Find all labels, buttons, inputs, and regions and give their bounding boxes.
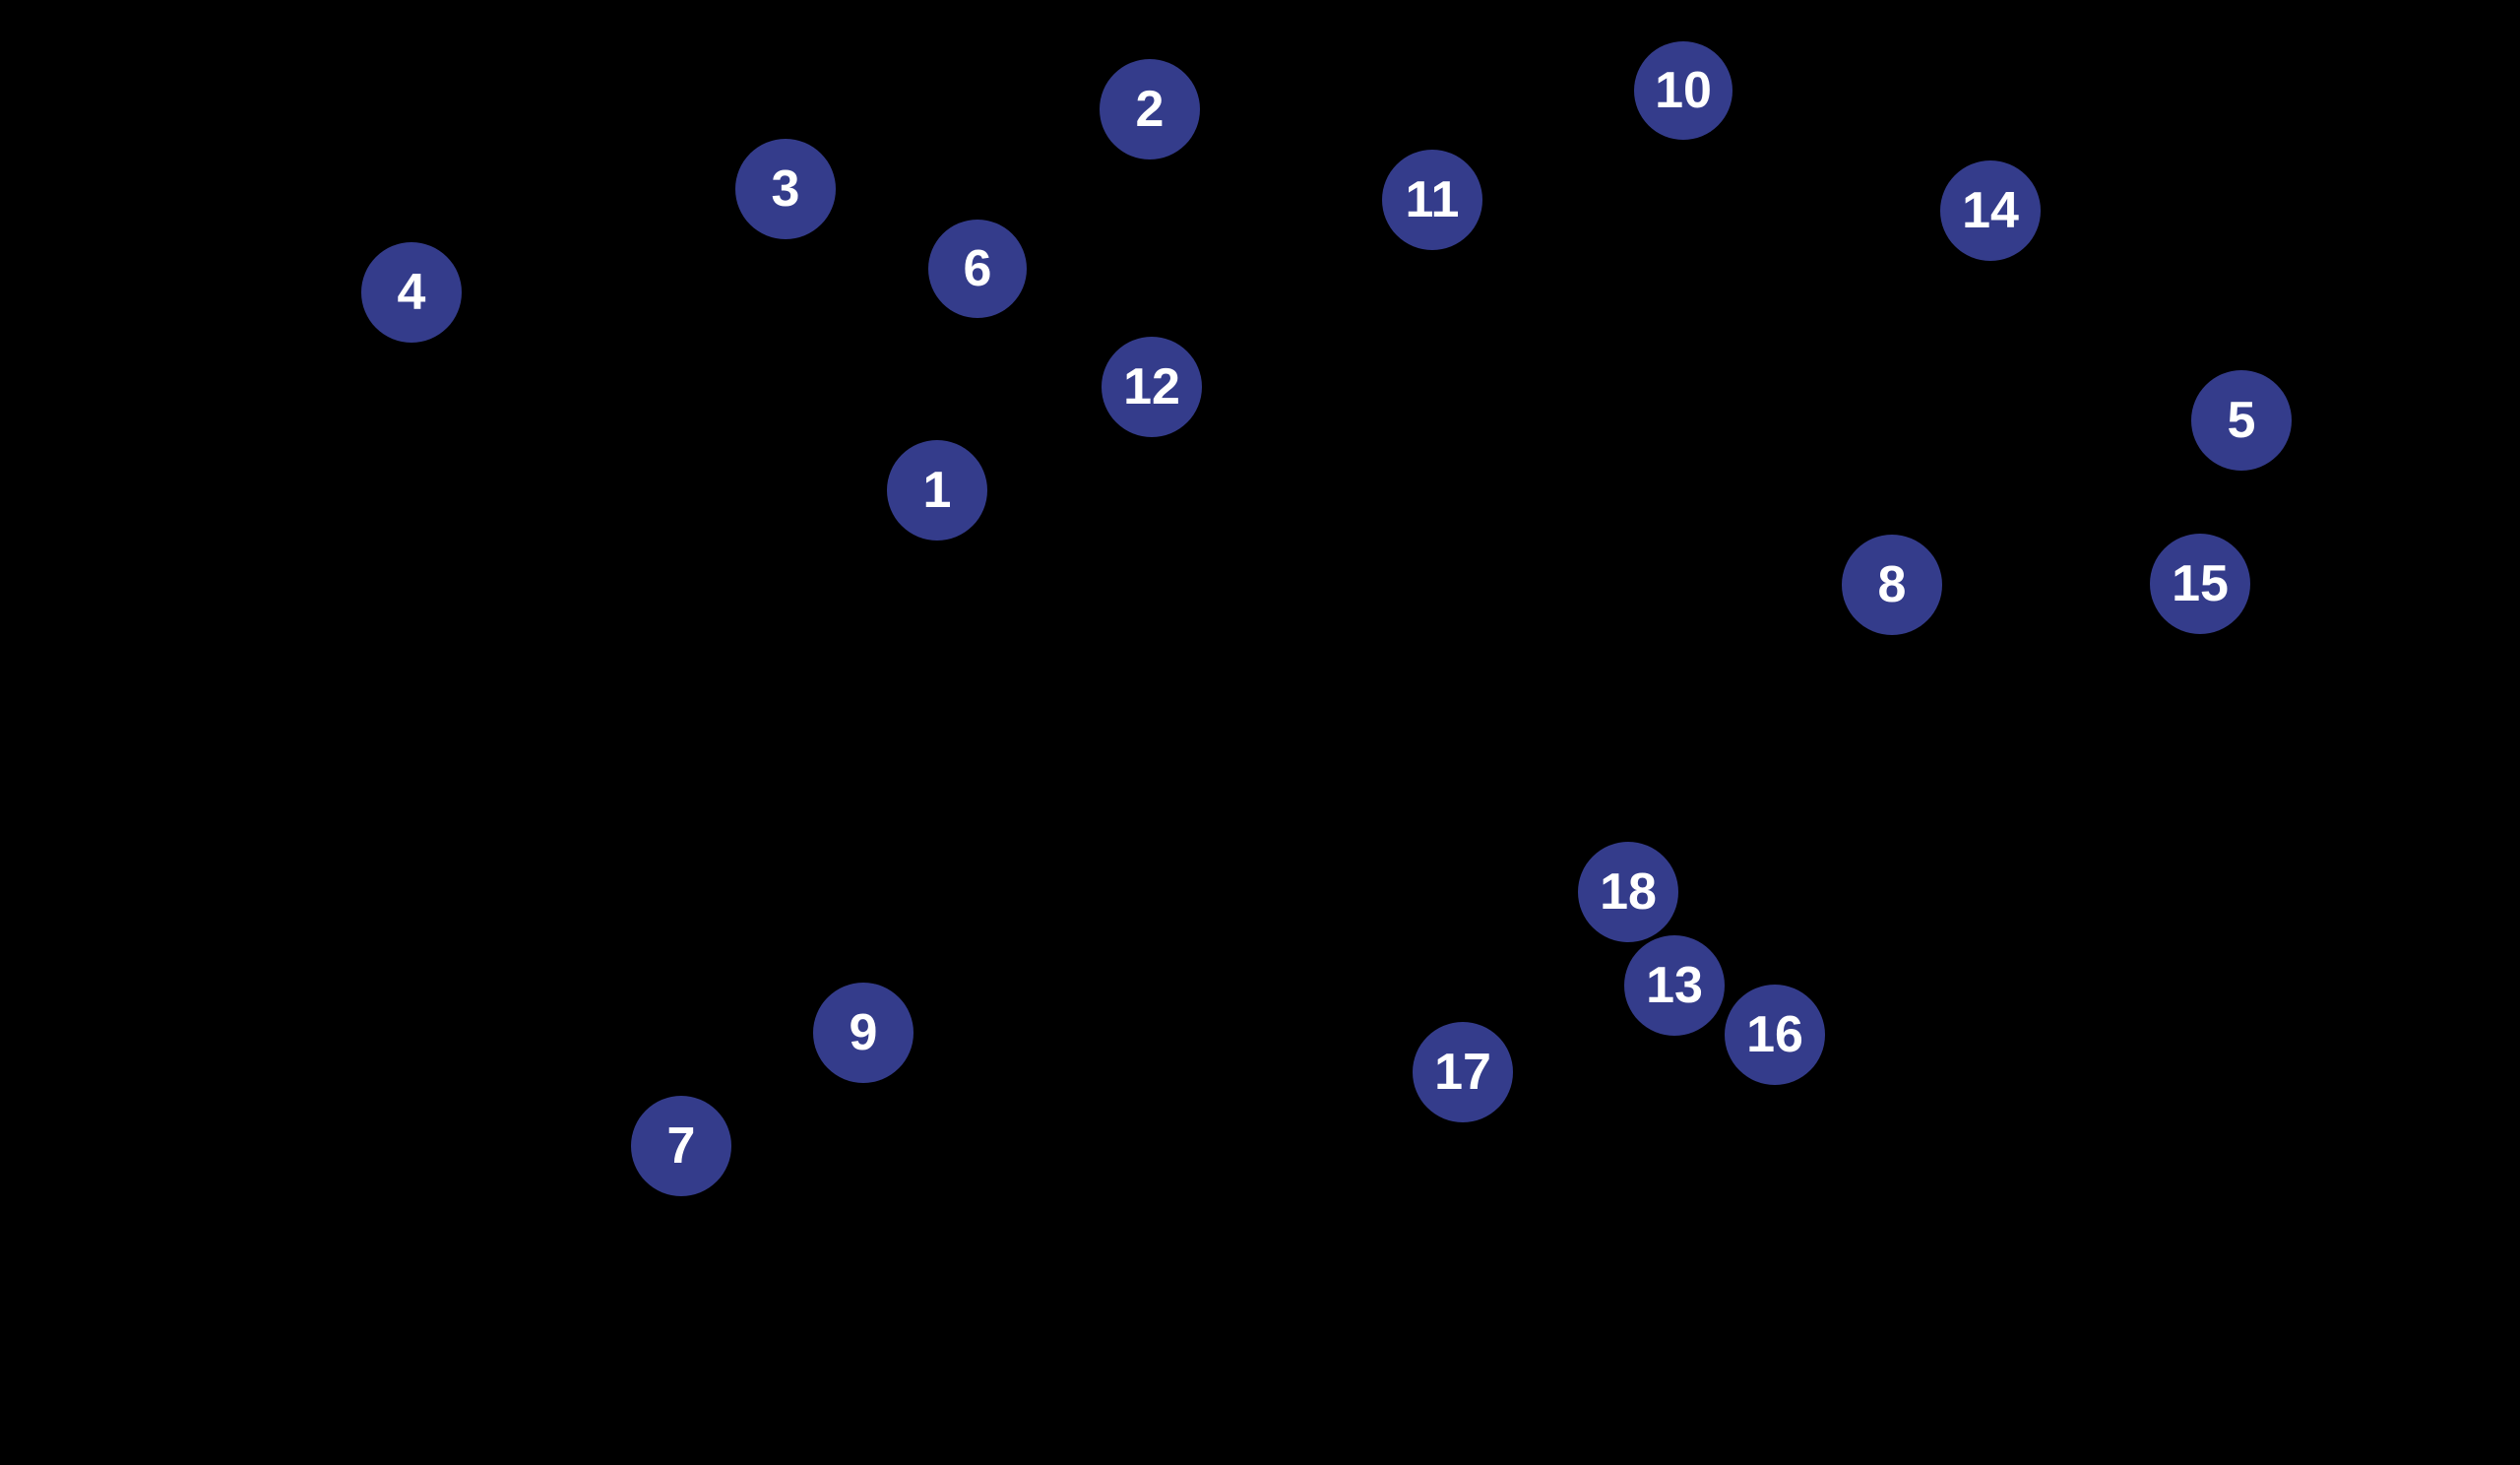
graph-node-label: 13 [1646, 957, 1703, 1014]
graph-node[interactable]: 3 [735, 139, 836, 239]
graph-node[interactable]: 4 [361, 242, 462, 343]
graph-node[interactable]: 14 [1940, 160, 2041, 261]
graph-node[interactable]: 10 [1634, 41, 1732, 140]
graph-node-label: 18 [1600, 863, 1657, 921]
graph-node[interactable]: 16 [1725, 985, 1825, 1085]
graph-node[interactable]: 11 [1382, 150, 1482, 250]
graph-node[interactable]: 7 [631, 1096, 731, 1196]
graph-node-label: 10 [1655, 62, 1712, 119]
graph-node-label: 5 [2227, 392, 2256, 449]
graph-node-label: 7 [666, 1117, 696, 1175]
graph-node[interactable]: 17 [1413, 1022, 1513, 1122]
graph-node-label: 14 [1962, 182, 2019, 239]
graph-node[interactable]: 1 [887, 440, 987, 541]
graph-node-label: 16 [1746, 1006, 1803, 1063]
graph-node[interactable]: 8 [1842, 535, 1942, 635]
graph-node[interactable]: 2 [1100, 59, 1200, 159]
graph-node[interactable]: 13 [1624, 935, 1725, 1036]
graph-node-label: 2 [1135, 81, 1165, 138]
graph-node-label: 11 [1405, 171, 1460, 228]
graph-node-label: 1 [922, 462, 952, 519]
graph-node-label: 15 [2172, 555, 2229, 612]
graph-node[interactable]: 9 [813, 983, 914, 1083]
graph-node[interactable]: 18 [1578, 842, 1678, 942]
graph-node[interactable]: 5 [2191, 370, 2292, 471]
graph-node-label: 17 [1434, 1044, 1491, 1101]
graph-node-label: 8 [1877, 556, 1907, 613]
graph-node-label: 6 [963, 240, 992, 297]
graph-node-label: 4 [397, 264, 426, 321]
graph-node-label: 9 [849, 1004, 878, 1061]
graph-node[interactable]: 15 [2150, 534, 2250, 634]
graph-node[interactable]: 6 [928, 220, 1027, 318]
graph-node-label: 3 [771, 160, 800, 218]
graph-node[interactable]: 12 [1102, 337, 1202, 437]
graph-node-label: 12 [1123, 358, 1180, 415]
